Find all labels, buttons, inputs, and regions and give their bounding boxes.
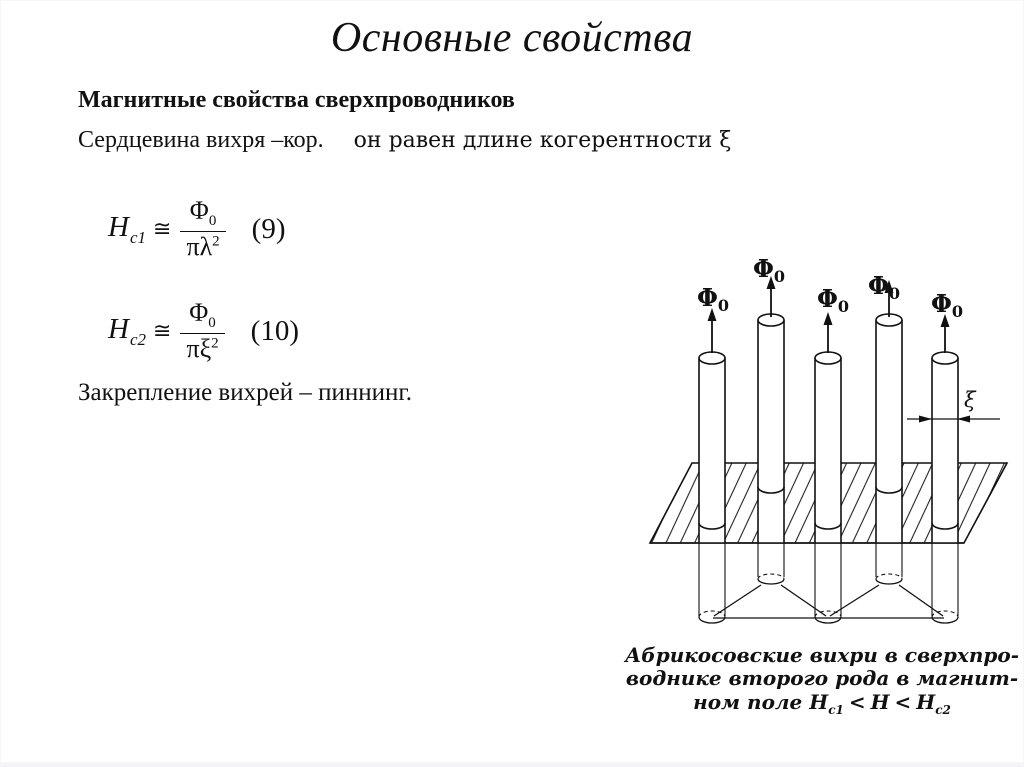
flux-quantum-label: Φ0 xyxy=(868,271,900,303)
flux-quantum-subscript: 0 xyxy=(208,315,216,332)
equation-hc2-variable: H xyxy=(108,312,129,345)
pi-xi-symbols: πξ xyxy=(186,333,212,363)
caption-hc1-sub: c1 xyxy=(828,702,844,717)
equation-hc2-denominator: πξ2 xyxy=(180,332,225,364)
vortex-cylinder-4 xyxy=(875,313,903,543)
equation-hc1-lhs: Hc1 xyxy=(108,211,146,248)
flux-quantum-subscript: 0 xyxy=(208,213,217,230)
caption-hc2: H xyxy=(916,689,936,714)
vortex-cylinder-5 xyxy=(931,351,959,543)
caption-h: H xyxy=(870,689,890,714)
equation-hc1-numerator: Φ0 xyxy=(184,196,223,231)
pinning-line: Закрепление вихрей – пиннинг. xyxy=(78,379,413,406)
equation-hc1-subscript: c1 xyxy=(129,227,146,247)
squared-superscript: 2 xyxy=(212,233,220,250)
approx-equal-symbol: ≅ xyxy=(153,318,172,344)
equation-hc2-subscript: c2 xyxy=(129,329,146,349)
abrikosov-vortex-diagram: Φ0 Φ0 Φ0 Φ0 Φ0 ξ xyxy=(648,254,1009,624)
caption-line-1: Абрикосовские вихри в сверхпро- xyxy=(624,643,1020,667)
flux-arrows xyxy=(707,276,950,353)
caption-line-2: воднике второго рода в магнит- xyxy=(625,666,1019,691)
caption-line-3-prefix: ном поле xyxy=(693,689,803,714)
xi-label: ξ xyxy=(964,388,977,412)
vortex-cylinder-2 xyxy=(757,313,785,543)
equation-hc2: Hc2 ≅ Φ0 πξ2 (10) xyxy=(108,298,299,364)
flux-quantum-label: Φ0 xyxy=(931,289,963,321)
less-than-symbol: < xyxy=(848,689,866,714)
squared-superscript: 2 xyxy=(211,335,219,352)
vortex-core-text: Сердцевина вихря –кор. xyxy=(78,127,324,153)
flux-quantum-symbol: Φ xyxy=(189,298,209,327)
approx-equal-symbol: ≅ xyxy=(153,216,172,242)
less-than-symbol: < xyxy=(894,689,912,714)
diagram-caption: Абрикосовские вихри в сверхпро- воднике … xyxy=(622,643,1022,717)
equation-number-10: (10) xyxy=(250,314,299,347)
equation-hc1-denominator: πλ2 xyxy=(180,230,226,262)
flux-quantum-label: Φ0 xyxy=(697,283,729,315)
section-heading: Магнитные свойства сверхпроводников xyxy=(78,87,515,113)
flux-quantum-label: Φ0 xyxy=(817,284,849,316)
caption-hc1: H xyxy=(809,689,829,714)
equation-hc1: Hc1 ≅ Φ0 πλ2 (9) xyxy=(108,196,286,262)
xi-dimension: ξ xyxy=(907,388,1000,423)
coherence-length-text: он равен длине когерентности ξ xyxy=(353,128,732,153)
slide-title: Основные свойства xyxy=(330,15,694,61)
equation-hc2-lhs: Hc2 xyxy=(108,313,146,350)
caption-hc2-sub: c2 xyxy=(935,702,951,717)
vortex-lattice-below-plane xyxy=(698,543,959,624)
vortex-cylinder-3 xyxy=(814,351,842,543)
vortex-core-line: Сердцевина вихря –кор. он равен длине ког… xyxy=(78,127,731,154)
equation-hc2-fraction: Φ0 πξ2 xyxy=(180,298,225,364)
flux-quantum-label: Φ0 xyxy=(753,254,785,286)
equation-hc1-variable: H xyxy=(108,210,129,243)
vortex-cylinder-1 xyxy=(698,351,726,543)
flux-quantum-symbol: Φ xyxy=(189,196,209,225)
pi-lambda-symbols: πλ xyxy=(186,231,213,261)
equation-hc2-numerator: Φ0 xyxy=(183,298,222,333)
equation-hc1-fraction: Φ0 πλ2 xyxy=(180,196,226,262)
equation-number-9: (9) xyxy=(251,212,286,245)
